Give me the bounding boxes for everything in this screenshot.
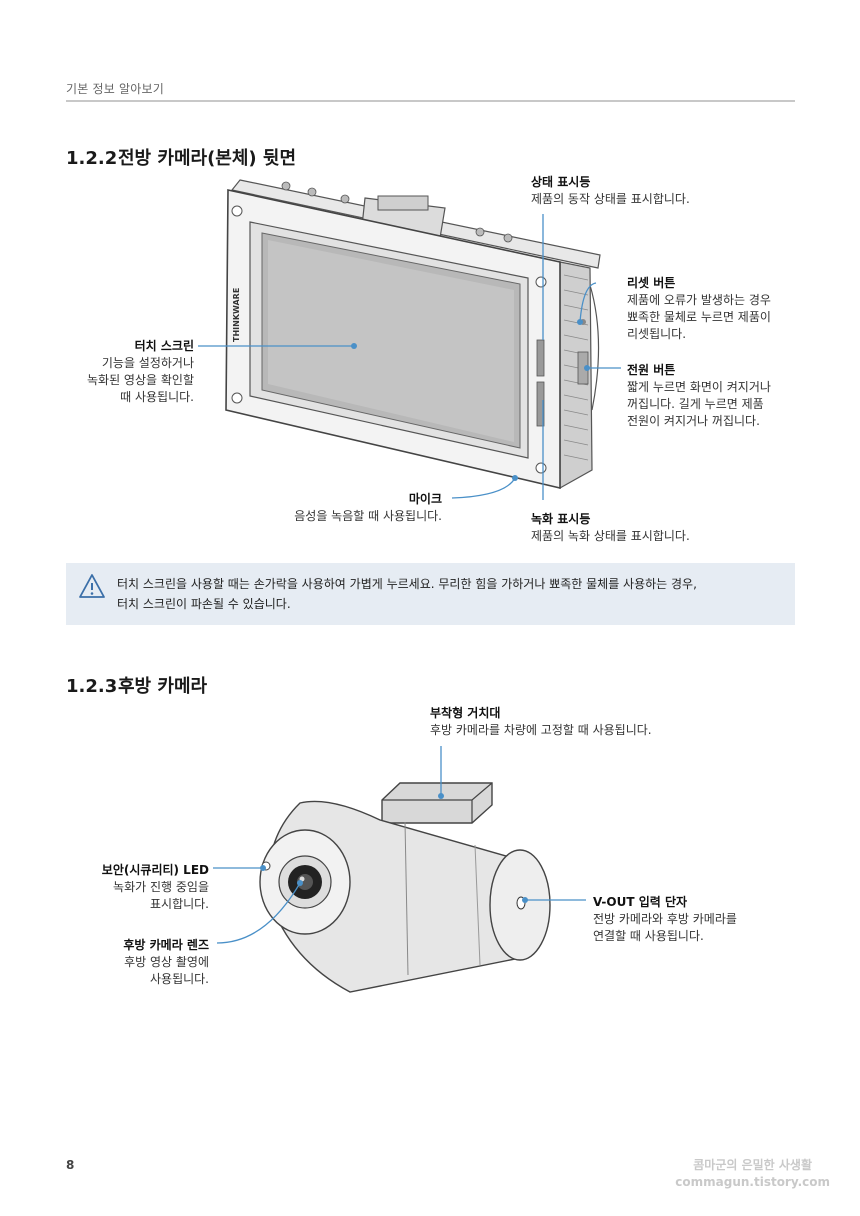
warning-line-2: 터치 스크린이 파손될 수 있습니다. [117,597,291,611]
callout-power-button: 전원 버튼 짧게 누르면 화면이 켜지거나 꺼집니다. 길게 누르면 제품 전원… [627,363,771,428]
rear-camera-illustration [259,782,551,993]
page-number: 8 [66,1158,75,1172]
callout-status-led: 상태 표시등 제품의 동작 상태를 표시합니다. [531,175,690,206]
warning-line-1: 터치 스크린을 사용할 때는 손가락을 사용하여 가볍게 누르세요. 무리한 힘… [117,577,697,591]
section-title: 후방 카메라 [118,676,208,697]
callout-vout-port: V-OUT 입력 단자 전방 카메라와 후방 카메라를 연결할 때 사용됩니다. [593,895,737,943]
callout-mount: 부착형 거치대 후방 카메라를 차량에 고정할 때 사용됩니다. [430,706,652,737]
header-rule [66,100,795,102]
running-header: 기본 정보 알아보기 [66,82,164,96]
section-number: 1.2.2 [66,148,118,169]
warning-icon [79,574,105,598]
callout-reset-button: 리셋 버튼 제품에 오류가 발생하는 경우 뾰족한 물체로 누르면 제품이 리셋… [627,276,771,341]
section-front-heading: 1.2.2전방 카메라(본체) 뒷면 [66,144,296,170]
callout-microphone: 마이크 음성을 녹음할 때 사용됩니다. [294,492,442,523]
watermark: 콤마군의 은밀한 사생활 commagun.tistory.com [675,1158,830,1189]
callout-touch-screen: 터치 스크린 기능을 설정하거나 녹화된 영상을 확인할 때 사용됩니다. [87,339,194,404]
warning-text: 터치 스크린을 사용할 때는 손가락을 사용하여 가볍게 누르세요. 무리한 힘… [117,574,697,614]
callout-security-led: 보안(시큐리티) LED 녹화가 진행 중임을 표시합니다. [101,863,209,911]
warning-box [66,563,795,625]
section-number: 1.2.3 [66,676,118,697]
callout-rear-lens: 후방 카메라 렌즈 후방 영상 촬영에 사용됩니다. [123,938,209,986]
callout-recording-led: 녹화 표시등 제품의 녹화 상태를 표시합니다. [531,512,690,543]
section-title: 전방 카메라(본체) 뒷면 [118,148,297,169]
section-rear-heading: 1.2.3후방 카메라 [66,672,207,698]
rear-leader-lines [213,746,586,944]
front-camera-illustration [225,179,601,490]
front-leader-lines [198,214,621,500]
